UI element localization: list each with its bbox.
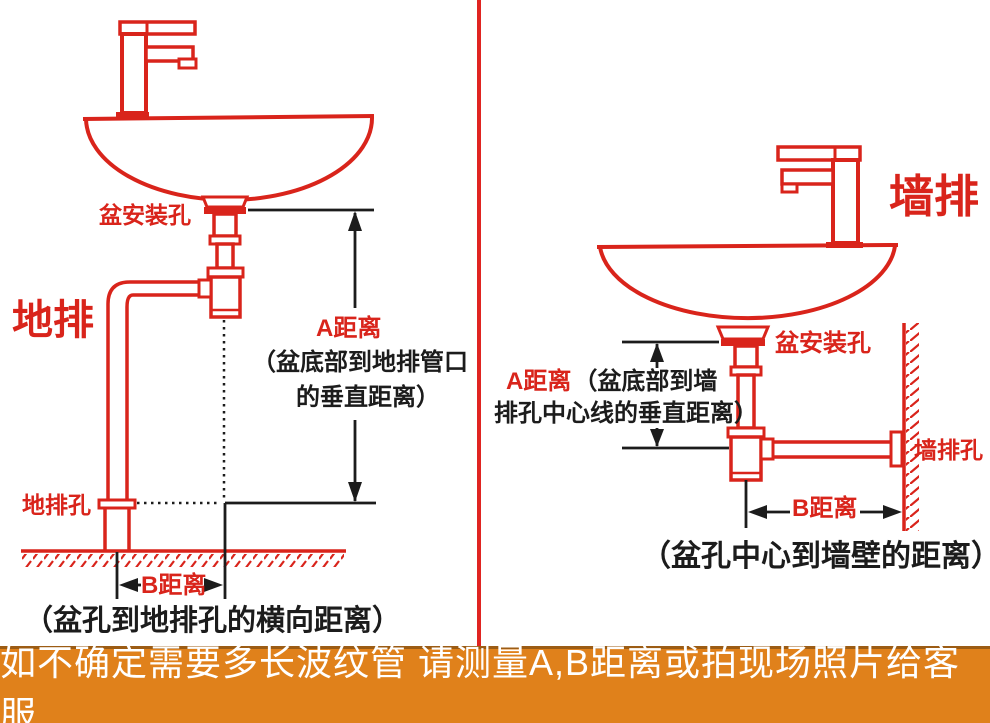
left-dim-a-desc-line2: 的垂直距离） (296, 384, 440, 411)
left-basin (82, 114, 375, 214)
right-wall-hole-label: 墙排孔 (914, 437, 983, 463)
left-dim-a-desc-line1: （盆底部到地排管口 (252, 349, 468, 376)
left-floor (21, 549, 346, 567)
right-dim-b-caption: （盆孔中心到墙壁的距离） (641, 540, 990, 573)
right-trap-pipes (726, 344, 904, 482)
right-panel-title: 墙排 (889, 171, 980, 222)
right-basin (596, 243, 899, 346)
footer-banner: 如不确定需要多长波纹管 请测量A,B距离或拍现场照片给客服 (0, 642, 990, 723)
left-dim-a-label: A距离 (316, 315, 382, 342)
right-dim-a-label: A距离 (506, 368, 572, 395)
right-dimension-lines (622, 340, 902, 528)
left-dim-b-caption: （盆孔到地排孔的横向距离） (24, 605, 402, 637)
right-faucet (776, 145, 863, 248)
left-panel-title: 地排 (12, 297, 94, 343)
right-dim-a-line1: A距离 （盆底部到墙 (506, 369, 717, 394)
right-dim-a-desc-line2: 排孔中心线的垂直距离） (494, 400, 758, 427)
left-trap-pipes (97, 212, 245, 551)
left-floor-hole-label: 地排孔 (22, 492, 91, 518)
right-dim-b-label: B距离 (792, 495, 858, 522)
left-dimension-lines (115, 208, 376, 599)
left-dim-b-label: B距离 (141, 572, 207, 599)
footer-banner-text: 如不确定需要多长波纹管 请测量A,B距离或拍现场照片给客服 (0, 642, 961, 723)
left-basin-hole-label: 盆安装孔 (99, 202, 191, 228)
diagram-linework (21, 0, 919, 648)
right-dim-a-desc-line1: （盆底部到墙 (573, 368, 718, 395)
right-basin-hole-label: 盆安装孔 (775, 330, 871, 357)
left-faucet (116, 20, 198, 118)
right-wall (902, 323, 919, 531)
